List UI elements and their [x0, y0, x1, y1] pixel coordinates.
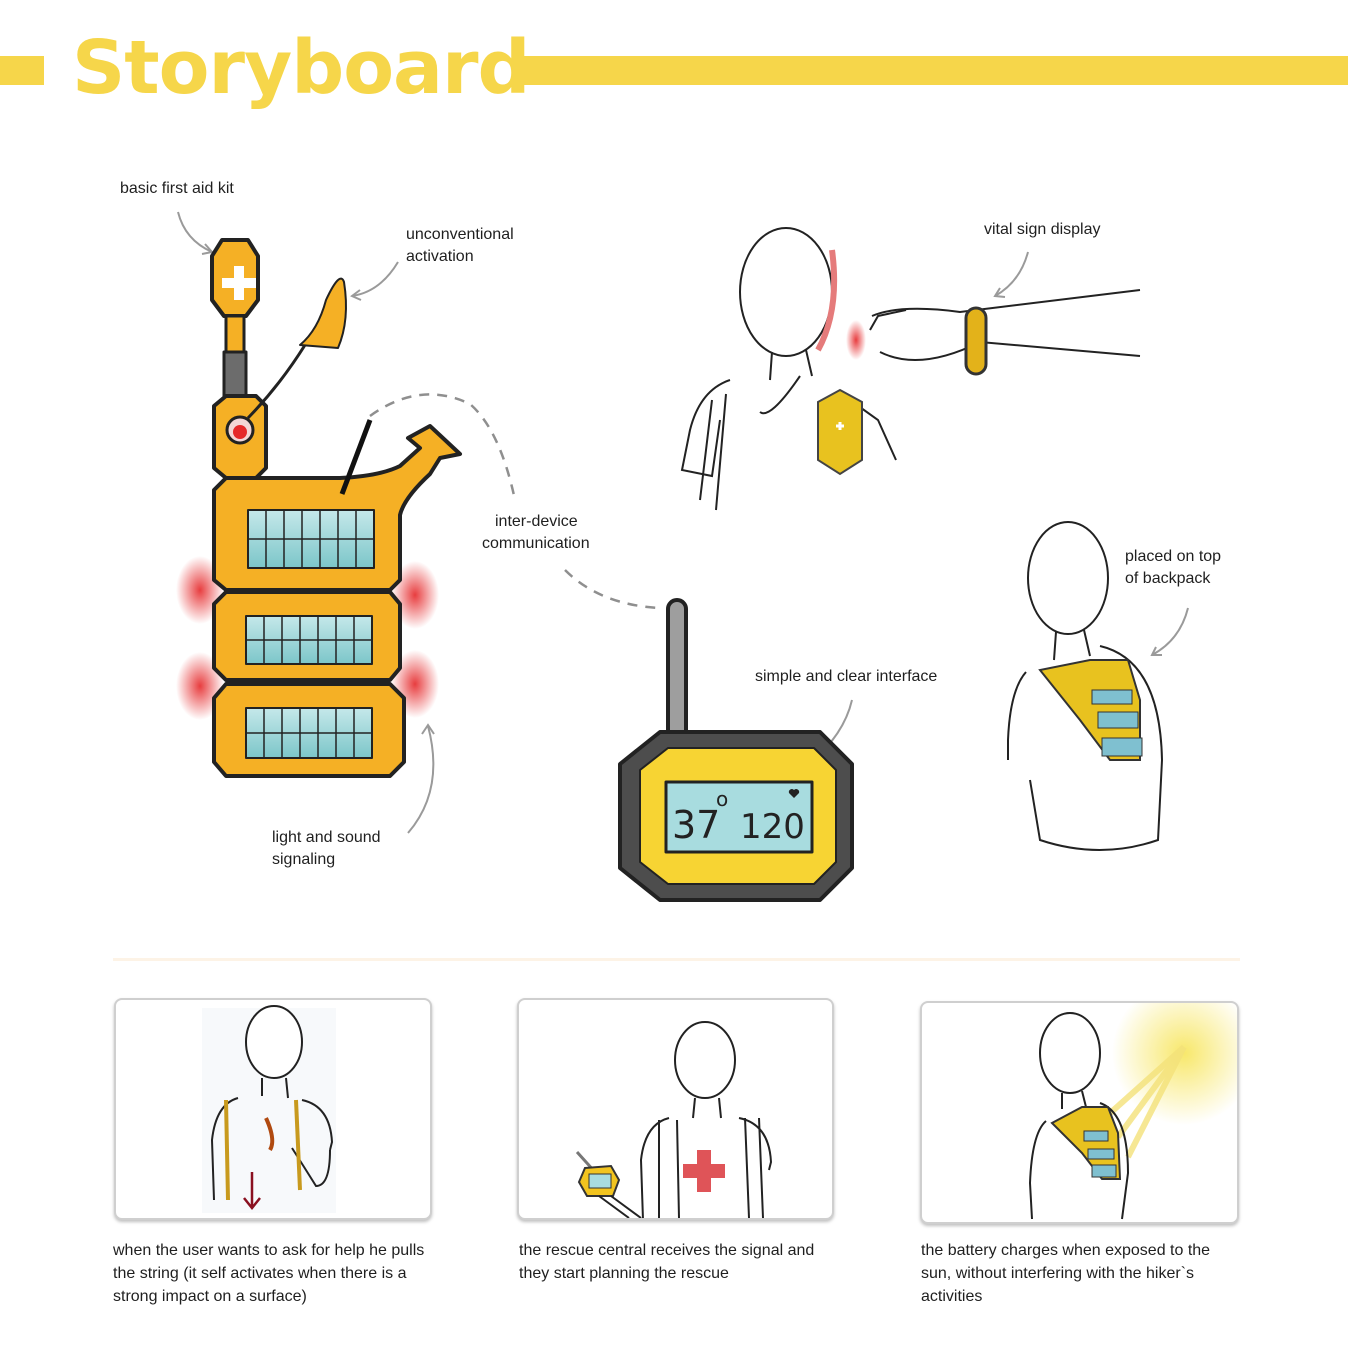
- label-backpack-line2: of backpack: [1125, 570, 1211, 587]
- pull-string: [246, 344, 307, 420]
- arrow-vital: [994, 251, 1029, 297]
- page-title: Storyboard: [72, 25, 530, 111]
- storyboard-caption-1: when the user wants to ask for help he p…: [113, 1242, 425, 1305]
- storyboard-frame-1: [114, 998, 432, 1220]
- label-signaling-line2: signaling: [272, 851, 336, 868]
- label-backpack-line1: placed on top: [1125, 548, 1222, 565]
- person-with-backpack: [1007, 521, 1164, 851]
- rescue-central-scene: [575, 1021, 773, 1218]
- wristband: [964, 306, 988, 376]
- label-interface: simple and clear interface: [755, 668, 938, 685]
- temperature-readout: 37: [672, 803, 720, 847]
- receiver-screen: [664, 780, 814, 854]
- degree-symbol: o: [716, 787, 728, 811]
- antenna-stick: [339, 419, 373, 495]
- sun-rays: [1105, 1044, 1187, 1159]
- label-vital-sign: vital sign display: [984, 221, 1101, 238]
- arrow-vital-head: [993, 287, 1006, 298]
- label-signaling-line1: light and sound: [272, 829, 381, 846]
- rescue-device-sketch: [176, 238, 462, 778]
- arrow-backpack-head: [1150, 646, 1162, 656]
- receiver-antenna: [666, 598, 688, 742]
- arrow-signaling: [407, 725, 435, 834]
- solar-charging-scene: [1028, 1003, 1237, 1220]
- red-cross-icon: [683, 1150, 725, 1192]
- heart-icon: [788, 789, 800, 798]
- person-with-wristband: [680, 227, 1141, 511]
- connector: [222, 350, 248, 398]
- label-first-aid-kit: basic first aid kit: [120, 180, 234, 197]
- label-inter-device-line1: inter-device: [495, 513, 578, 530]
- receiver-device: [618, 598, 854, 902]
- communication-dashed-line: [369, 393, 661, 610]
- storyboard-caption-2: the rescue central receives the signal a…: [519, 1242, 815, 1282]
- storyboard-caption-3: the battery charges when exposed to the …: [921, 1242, 1211, 1305]
- header-bar-left: [0, 56, 44, 85]
- cross-horizontal: [222, 278, 256, 288]
- arrow-backpack: [1151, 607, 1189, 656]
- section-divider: [113, 958, 1240, 961]
- arrow-first-aid: [177, 211, 213, 253]
- arrow-first-aid-head: [201, 243, 214, 255]
- red-light-signal-right-top: [391, 561, 439, 629]
- arrow-activation-head: [350, 289, 362, 301]
- label-inter-device-line2: communication: [482, 535, 590, 552]
- concept-illustration: 37 o 120: [176, 211, 1189, 902]
- arrow-signaling-head: [421, 723, 435, 735]
- heart-rate-readout: 120: [740, 807, 805, 847]
- label-activation-line2: activation: [406, 248, 474, 265]
- label-activation-line1: unconventional: [406, 226, 514, 243]
- pull-string-scene: [202, 1005, 336, 1213]
- header-bar-right: [523, 56, 1348, 85]
- storyboard-frame-3: [920, 1001, 1239, 1224]
- pull-handle: [299, 277, 347, 349]
- storyboard-frame-2: [517, 998, 834, 1220]
- arrow-activation: [351, 261, 399, 297]
- solar-grid-lines: [246, 510, 374, 758]
